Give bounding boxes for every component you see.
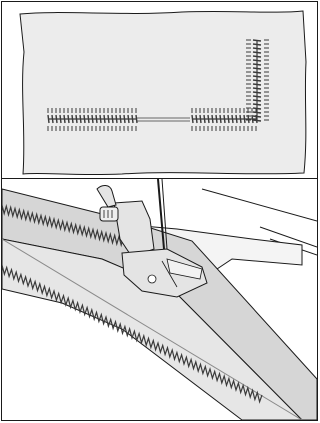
fabric-piece bbox=[20, 11, 306, 175]
presser-foot-illustration bbox=[2, 179, 317, 420]
fabric-sample-illustration bbox=[2, 2, 317, 178]
foot-lever bbox=[97, 185, 116, 207]
foot-hole bbox=[148, 275, 156, 283]
machine-bed-line bbox=[202, 189, 317, 221]
foot-screw bbox=[100, 207, 118, 221]
fabric-sample-panel bbox=[2, 2, 317, 178]
sewing-panel bbox=[2, 179, 317, 420]
stitch-mark bbox=[253, 120, 261, 121]
stitch-mark bbox=[136, 115, 137, 123]
